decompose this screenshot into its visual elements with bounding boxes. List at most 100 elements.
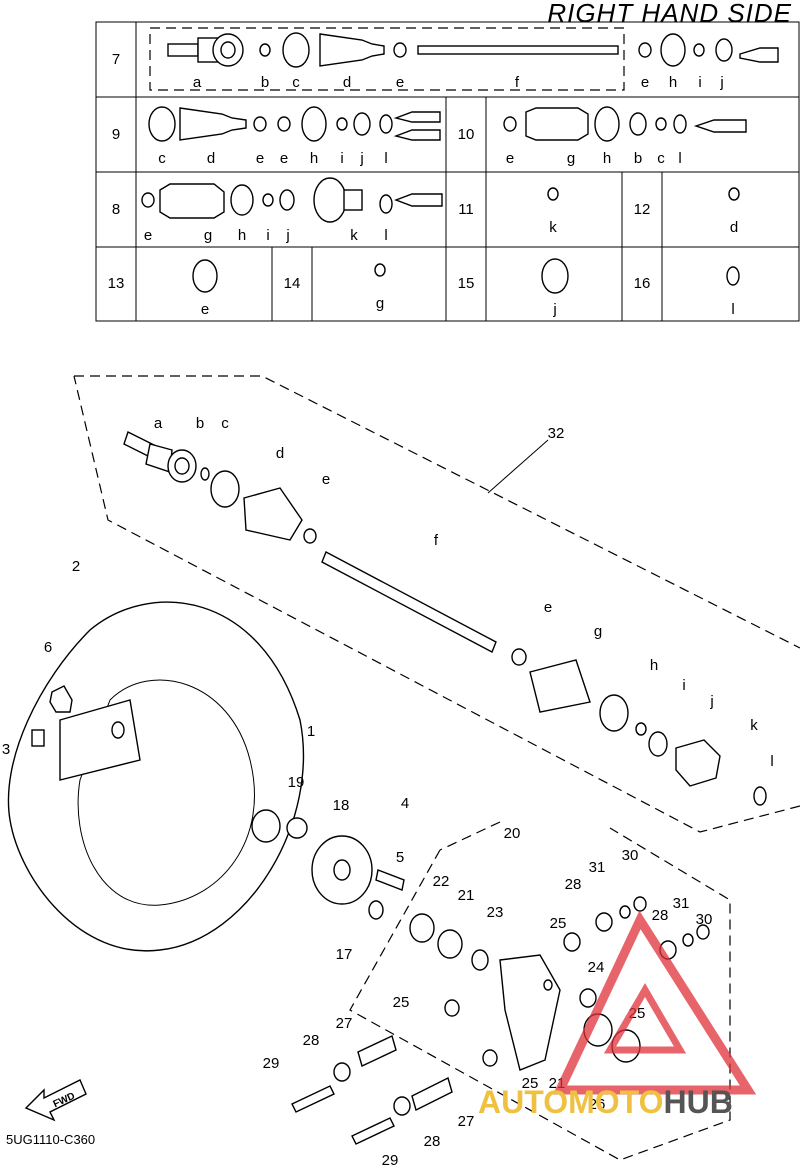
shaft-label-c: c	[221, 415, 229, 432]
shaft-label-g: g	[594, 623, 602, 640]
row-11-part	[547, 187, 559, 201]
row-12-part	[728, 187, 740, 201]
shaft-label-j: j	[709, 693, 713, 710]
shaft-label-e2: e	[544, 599, 552, 616]
shaft-assembly-outline	[73, 375, 800, 833]
row-10-label-e: e	[506, 150, 514, 167]
callout-23: 23	[487, 904, 504, 921]
row-7-label-d: d	[343, 74, 351, 91]
shaft-label-h: h	[650, 657, 658, 674]
row-16-part	[726, 266, 740, 286]
shaft-label-k: k	[750, 717, 758, 734]
callout-6: 6	[44, 639, 52, 656]
row-13-label-e: e	[201, 301, 209, 318]
row-10-label-c: c	[657, 150, 665, 167]
row-10-parts	[503, 106, 747, 142]
row-7-label-e: e	[396, 74, 404, 91]
callout-5: 5	[396, 849, 404, 866]
swingarm-parts	[291, 896, 710, 1145]
row-8-label-l: l	[384, 227, 387, 244]
row-15-label-j: j	[552, 301, 556, 318]
callout-28c: 28	[303, 1032, 320, 1049]
row-8-parts	[141, 177, 443, 223]
shaft-label-e: e	[322, 471, 330, 488]
callout-29: 29	[263, 1055, 280, 1072]
row-9-label-c: c	[158, 150, 166, 167]
callout-3: 3	[2, 741, 10, 758]
callout-4: 4	[401, 795, 409, 812]
row-8-label-i: i	[266, 227, 269, 244]
watermark-part2: HUB	[663, 1084, 733, 1120]
row-8-label-e: e	[144, 227, 152, 244]
row-8-label-g: g	[204, 227, 212, 244]
row-7-label-j: j	[719, 74, 723, 91]
row-9-label-l: l	[384, 150, 387, 167]
callout-17: 17	[336, 946, 353, 963]
diagram-code: 5UG1110-C360	[6, 1132, 96, 1147]
row-11-label-k: k	[549, 219, 557, 236]
row-7-label-b: b	[261, 74, 269, 91]
watermark-part1: AUTOMOTO	[478, 1084, 664, 1120]
callout-29b: 29	[382, 1152, 399, 1166]
callout-2: 2	[72, 558, 80, 575]
shaft-label-d: d	[276, 445, 284, 462]
callout-24: 24	[588, 959, 605, 976]
row-16-label-l: l	[731, 301, 734, 318]
row-7-number: 7	[112, 51, 120, 68]
row-7-parts	[167, 32, 779, 68]
row-12-number: 12	[634, 201, 651, 218]
row-7-label-a: a	[193, 74, 202, 91]
callout-28d: 28	[424, 1133, 441, 1150]
row-8-number: 8	[112, 201, 120, 218]
fwd-arrow-icon	[24, 1079, 87, 1122]
callout-21: 21	[458, 887, 475, 904]
row-13-part	[192, 259, 218, 293]
callout-1: 1	[307, 723, 315, 740]
callout-28b: 28	[652, 907, 669, 924]
callout-27b: 27	[458, 1113, 475, 1130]
drive-shaft-parts	[123, 431, 767, 806]
parts-table	[95, 21, 800, 322]
row-9-label-i: i	[340, 150, 343, 167]
row-10-label-l: l	[678, 150, 681, 167]
row-15-part	[541, 258, 569, 294]
callout-20: 20	[504, 825, 521, 842]
row-7-label-f: f	[515, 74, 520, 91]
row-16-number: 16	[634, 275, 651, 292]
row-7-label-h: h	[669, 74, 677, 91]
callout-25d: 25	[522, 1075, 539, 1092]
watermark-logo-icon	[552, 910, 757, 1095]
shaft-label-a: a	[154, 415, 163, 432]
row-8-label-k: k	[350, 227, 358, 244]
shaft-label-b: b	[196, 415, 204, 432]
page-title: RIGHT HAND SIDE	[547, 0, 792, 28]
callout-19: 19	[288, 774, 305, 791]
callout-32: 32	[548, 425, 565, 442]
callout-18: 18	[333, 797, 350, 814]
row-9-label-d: d	[207, 150, 215, 167]
callout-30: 30	[622, 847, 639, 864]
shaft-label-i: i	[682, 677, 685, 694]
row-10-label-b: b	[634, 150, 642, 167]
row-14-part	[374, 263, 386, 277]
row-14-label-g: g	[376, 295, 384, 312]
row-14-number: 14	[284, 275, 301, 292]
row-8-label-j: j	[285, 227, 289, 244]
row-8-label-h: h	[238, 227, 246, 244]
row-9-label-e2: e	[280, 150, 288, 167]
callout-22: 22	[433, 873, 450, 890]
row-10-number: 10	[458, 126, 475, 143]
shaft-label-f: f	[434, 532, 439, 549]
swingarm-outline	[349, 821, 731, 1161]
callout-28: 28	[565, 876, 582, 893]
callout-27: 27	[336, 1015, 353, 1032]
row-7-label-i: i	[698, 74, 701, 91]
row-10-label-g: g	[567, 150, 575, 167]
row-10-label-h: h	[603, 150, 611, 167]
watermark-brand: AUTOMOTOHUB	[478, 1084, 733, 1121]
wheel-assembly	[7, 601, 305, 952]
row-12-label-d: d	[730, 219, 738, 236]
row-13-number: 13	[108, 275, 125, 292]
callout-26: 26	[589, 1096, 606, 1113]
row-7-label-c: c	[292, 74, 300, 91]
